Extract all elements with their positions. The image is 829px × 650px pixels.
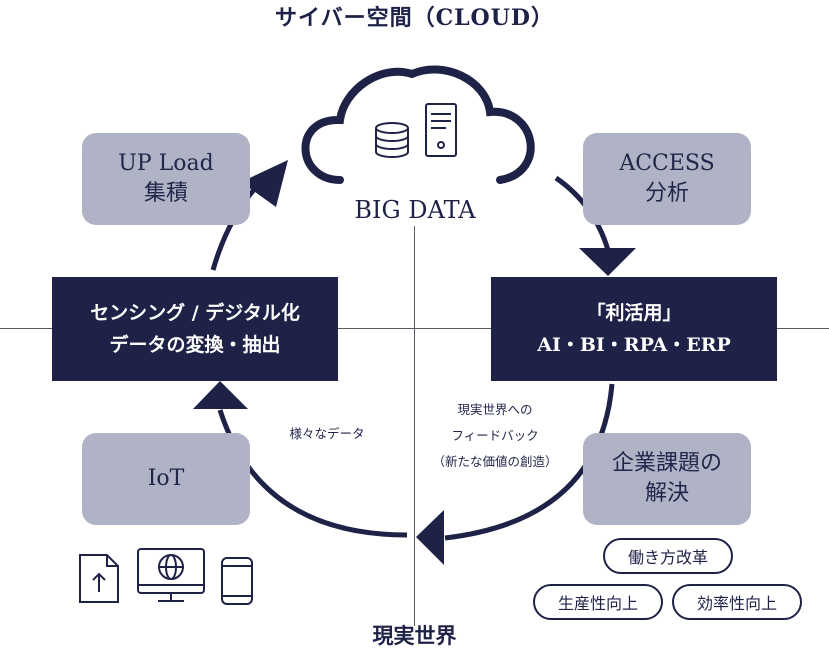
big-data-label: BIG DATA [354,196,476,224]
arrow-access-head [579,248,636,276]
sensing-box: センシング / デジタル化 データの変換・抽出 [52,277,338,381]
server-icon [425,103,457,157]
arrow-feedback-head [416,510,444,565]
pill-productivity: 生産性向上 [533,584,663,620]
issue-solution-box: 企業課題の 解決 [583,433,751,525]
monitor-globe-icon [137,548,205,602]
pill-workstyle-reform: 働き方改革 [603,538,733,574]
utilization-box: 「利活用」 AI・BI・RPA・ERP [491,277,777,381]
feedback-label-line2: フィードバック [451,428,539,443]
utilization-box-line1: 「利活用」 [586,302,682,324]
iot-box: IoT [82,433,250,525]
upload-box-line1: UP Load [118,151,214,176]
arrow-upload-head [241,160,288,207]
utilization-box-line2: AI・BI・RPA・ERP [537,334,731,356]
feedback-label: 現実世界への フィードバック （新たな価値の創造） [420,397,570,475]
access-box-line2: 分析 [644,181,689,206]
upload-box-line2: 集積 [143,181,188,206]
cloud-outline [301,65,535,184]
various-data-label: 様々なデータ [289,426,365,441]
smartphone-icon [221,557,253,605]
feedback-label-line1: 現実世界への [457,402,533,417]
pill-efficiency: 効率性向上 [672,584,802,620]
access-box: ACCESS 分析 [583,133,751,225]
feedback-label-line3: （新たな価値の創造） [432,454,558,469]
vertical-axis [414,226,415,626]
sensing-box-line2: データの変換・抽出 [109,334,281,356]
sensing-box-line1: センシング / デジタル化 [90,302,300,324]
title-cyber-space: サイバー空間（CLOUD） [275,5,554,31]
issue-box-line2: 解決 [644,481,689,506]
database-icon [375,122,409,158]
arc-feedback [444,383,615,541]
arrow-data-head [193,381,248,409]
upload-file-icon [79,554,119,603]
access-box-line1: ACCESS [619,151,715,176]
issue-box-line1: 企業課題の [611,451,722,476]
iot-box-label: IoT [147,466,185,491]
upload-box: UP Load 集積 [82,133,250,225]
title-real-world: 現実世界 [372,623,457,648]
